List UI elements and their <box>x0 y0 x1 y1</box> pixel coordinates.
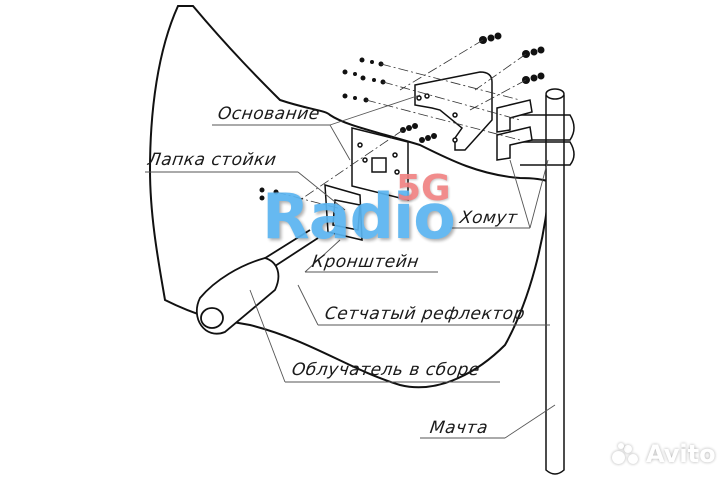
avito-watermark: Avito <box>612 440 716 468</box>
label-mast: Мачта <box>428 418 490 438</box>
stand-leg-plate <box>351 127 409 201</box>
feed-assembly <box>195 229 319 335</box>
mast <box>545 88 565 475</box>
mesh-reflector-outline <box>148 5 552 389</box>
label-feed-assembly: Облучатель в сборе <box>290 360 482 380</box>
bracket-part <box>324 183 363 241</box>
leader-lines <box>145 94 556 439</box>
avito-dots-icon <box>612 443 642 465</box>
base-plate <box>414 71 493 151</box>
label-bracket: Кронштейн <box>310 252 421 272</box>
label-base: Основание <box>216 104 322 124</box>
fasteners <box>259 32 545 201</box>
u-bolt-clamps <box>496 99 575 166</box>
label-clamp: Хомут <box>458 208 519 228</box>
avito-text: Avito <box>646 440 716 468</box>
assembly-axes <box>275 39 527 211</box>
label-stand-leg: Лапка стойки <box>146 150 278 170</box>
radio-logo-text: Radio <box>262 180 456 253</box>
radio-logo-5g: 5G <box>396 168 451 209</box>
label-mesh-reflector: Сетчатый рефлектор <box>323 304 527 324</box>
